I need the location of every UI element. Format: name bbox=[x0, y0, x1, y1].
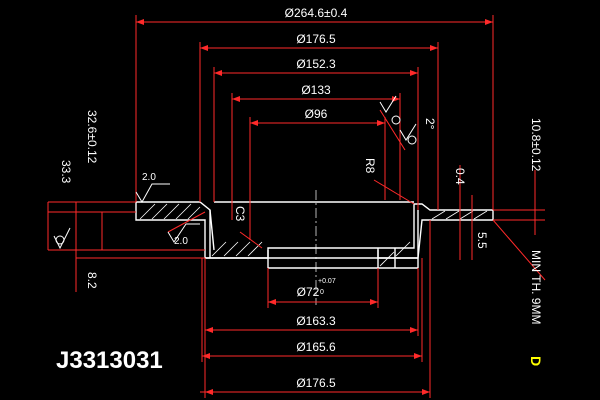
section-hatching bbox=[139, 203, 488, 267]
corner-mark: D bbox=[528, 356, 544, 366]
dim-h-8: 8.2 bbox=[85, 272, 99, 289]
dim-72-tol-lower: 0 bbox=[320, 289, 324, 296]
dim-264: Ø264.6±0.4 bbox=[285, 6, 348, 20]
rough-2-mid: 2.0 bbox=[174, 236, 188, 247]
dim-c3: C3 bbox=[233, 206, 247, 222]
rough-2-top: 2.0 bbox=[142, 172, 156, 183]
dim-h-5-5: 5.5 bbox=[475, 232, 489, 249]
dim-163: Ø163.3 bbox=[296, 314, 336, 328]
dim-152: Ø152.3 bbox=[296, 57, 336, 71]
dim-133: Ø133 bbox=[301, 83, 331, 97]
dim-72-tol-upper: +0.07 bbox=[318, 278, 336, 285]
dim-165: Ø165.6 bbox=[296, 340, 336, 354]
dim-96: Ø96 bbox=[305, 107, 328, 121]
dim-h-0-4: 0.4 bbox=[453, 168, 467, 185]
dim-176-bottom: Ø176.5 bbox=[296, 376, 336, 390]
dim-h-32: 32.6±0.12 bbox=[85, 110, 99, 164]
part-number: J3313031 bbox=[56, 347, 163, 374]
dim-176-top: Ø176.5 bbox=[296, 32, 336, 46]
dimension-texts: Ø264.6±0.4 Ø176.5 Ø152.3 Ø133 Ø96 Ø72 +0… bbox=[59, 6, 543, 390]
dimension-lines bbox=[47, 15, 546, 398]
surface-finish-symbols bbox=[53, 95, 417, 250]
dimension-arrows bbox=[136, 19, 493, 395]
dim-angle-2: 2° bbox=[423, 118, 437, 130]
dim-h-33: 33.3 bbox=[59, 160, 73, 184]
dim-h-10: 10.8±0.12 bbox=[529, 118, 543, 172]
min-thickness-note: MIN TH. 9MM bbox=[529, 250, 543, 324]
disc-section-outline bbox=[135, 201, 494, 269]
dim-72: Ø72 bbox=[297, 285, 320, 299]
dim-r8: R8 bbox=[363, 158, 377, 174]
